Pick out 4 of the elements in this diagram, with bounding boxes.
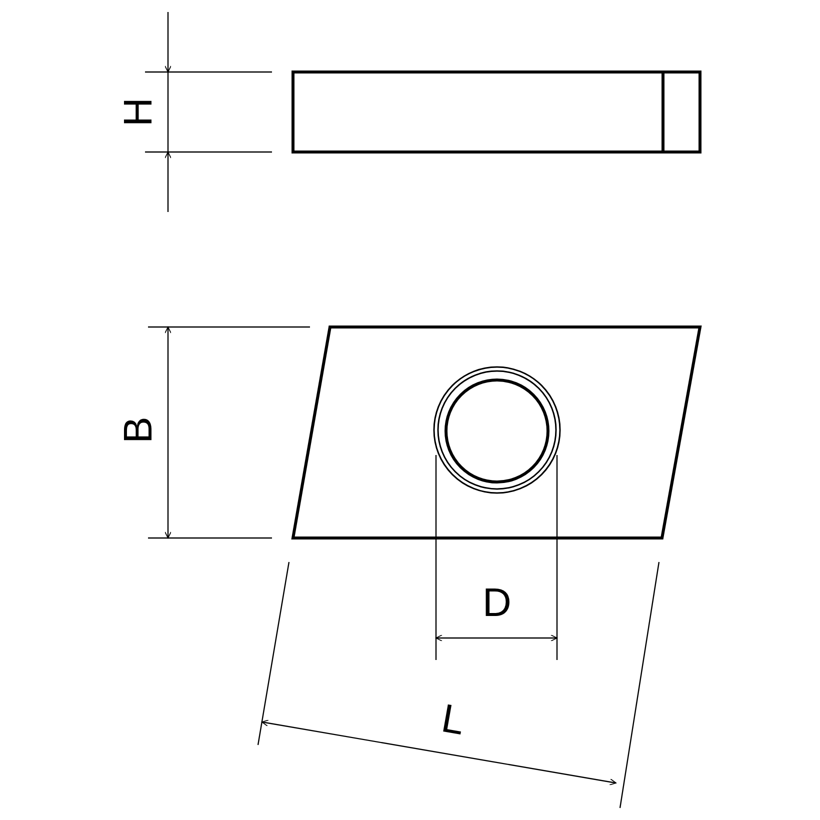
dimension-label: L (438, 698, 468, 742)
dimension-label: H (118, 98, 158, 126)
dimension-label: B (118, 416, 158, 444)
dimension-label: D (482, 583, 512, 623)
